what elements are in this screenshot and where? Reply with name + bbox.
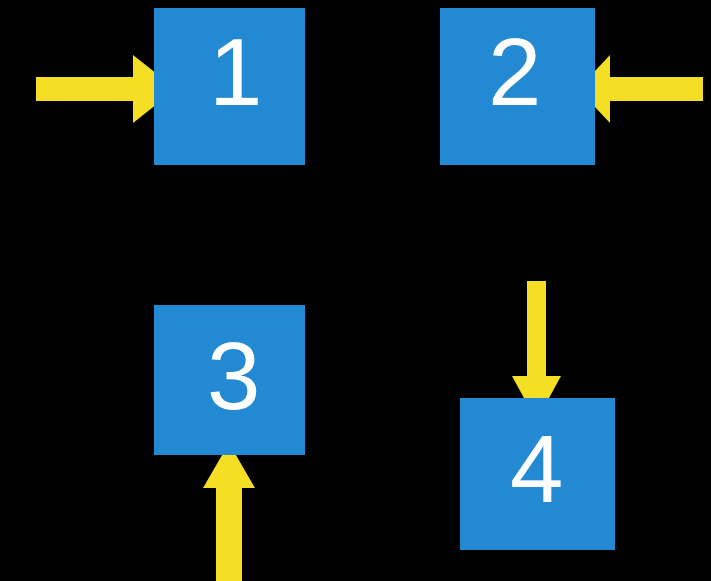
arrow-up-into-node-3 bbox=[203, 443, 255, 581]
node-label-2: 2 bbox=[488, 19, 542, 126]
node-label-3: 3 bbox=[207, 323, 261, 430]
node-box-1[interactable]: 1 bbox=[154, 8, 305, 165]
node-label-4: 4 bbox=[510, 416, 564, 523]
arrow-right-into-node-1 bbox=[36, 55, 176, 123]
node-box-4[interactable]: 4 bbox=[460, 398, 615, 550]
arrow-right-shape bbox=[36, 55, 176, 123]
node-box-3[interactable]: 3 bbox=[154, 305, 305, 455]
arrow-up-shape bbox=[203, 443, 255, 581]
arrow-down-shape bbox=[512, 281, 561, 421]
arrow-down-into-node-4 bbox=[512, 281, 561, 421]
arrow-left-into-node-2 bbox=[578, 55, 703, 123]
node-label-1: 1 bbox=[209, 19, 263, 126]
arrow-left-shape bbox=[578, 55, 703, 123]
node-box-2[interactable]: 2 bbox=[440, 8, 595, 165]
